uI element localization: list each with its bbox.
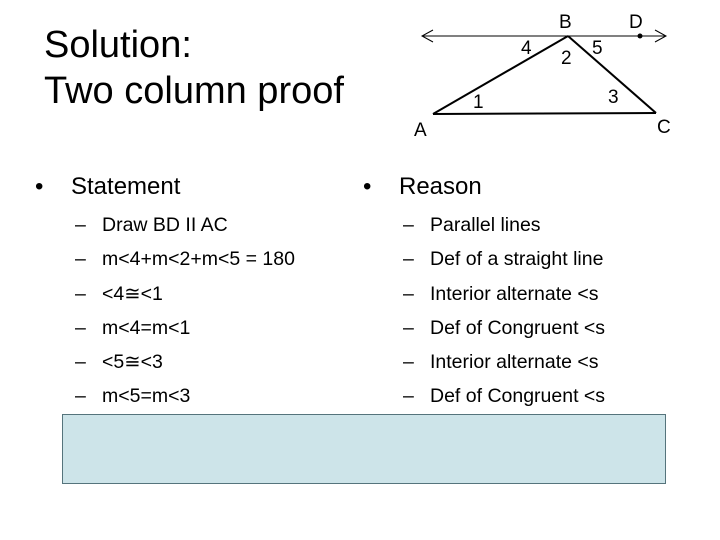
vertex-label-c: C bbox=[657, 117, 671, 138]
list-item: –m<4+m<2+m<5 = 180 bbox=[75, 248, 295, 271]
list-item: –Def of Congruent <s bbox=[403, 316, 606, 339]
list-item: –<5≅<3 bbox=[75, 351, 163, 374]
angle-label-3: 3 bbox=[608, 87, 619, 108]
side-ac bbox=[432, 112, 657, 115]
side-bc bbox=[567, 35, 657, 114]
reason-heading-text: Reason bbox=[399, 173, 482, 200]
list-item: –m<4=m<1 bbox=[75, 316, 191, 339]
reason-list: –Parallel lines –Def of a straight line … bbox=[403, 208, 605, 414]
list-item: –Def of Congruent <s bbox=[403, 385, 606, 408]
point-d-dot bbox=[637, 33, 643, 39]
triangle-diagram: B D A C 4 2 5 1 3 bbox=[414, 12, 671, 141]
statement-heading: • Statement bbox=[35, 173, 180, 201]
list-item: –m<5=m<3 bbox=[75, 385, 191, 408]
vertex-label-a: A bbox=[414, 120, 427, 141]
slide-title: Solution: Two column proof bbox=[44, 22, 344, 114]
statement-list: –Draw BD II AC –m<4+m<2+m<5 = 180 –<4≅<1… bbox=[75, 208, 295, 414]
side-ab bbox=[432, 35, 569, 115]
angle-label-2: 2 bbox=[561, 48, 572, 69]
title-line-1: Solution: bbox=[44, 24, 192, 66]
list-item: –Parallel lines bbox=[403, 214, 541, 236]
vertex-label-d: D bbox=[629, 12, 643, 33]
angle-label-1: 1 bbox=[473, 92, 484, 113]
list-item: –Interior alternate <s bbox=[403, 351, 599, 374]
angle-label-5: 5 bbox=[592, 38, 603, 59]
right-arrow-icon bbox=[654, 29, 668, 43]
vertex-label-b: B bbox=[559, 12, 572, 33]
angle-label-4: 4 bbox=[521, 38, 532, 59]
list-item: –<4≅<1 bbox=[75, 282, 163, 305]
reason-heading: • Reason bbox=[363, 173, 482, 201]
list-item: –Def of a straight line bbox=[403, 248, 604, 271]
bullet-icon: • bbox=[363, 173, 372, 200]
title-line-2: Two column proof bbox=[44, 70, 344, 112]
left-arrow-icon bbox=[420, 29, 434, 43]
bullet-icon: • bbox=[35, 173, 44, 200]
list-item: –Interior alternate <s bbox=[403, 282, 599, 305]
list-item: –Draw BD II AC bbox=[75, 214, 228, 236]
statement-heading-text: Statement bbox=[71, 173, 181, 200]
conclusion-box bbox=[62, 414, 666, 484]
